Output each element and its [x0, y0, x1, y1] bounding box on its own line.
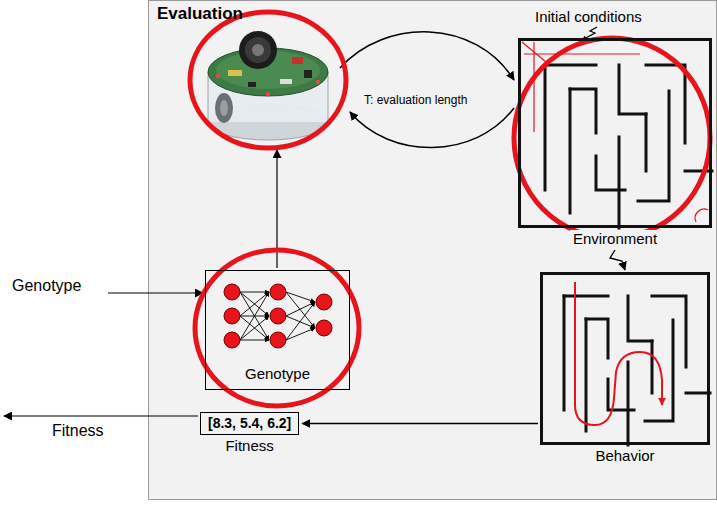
label-holder: Genotype — [12, 276, 81, 295]
panel-title: Evaluation — [157, 4, 243, 24]
robot-illustration — [208, 31, 328, 140]
output-arrow — [4, 415, 198, 416]
label-line: Behavior — [540, 447, 710, 465]
environment-box: Environment — [518, 38, 712, 248]
input-label: Genotype — [12, 276, 81, 295]
annotation-label: Initial conditions — [535, 8, 642, 26]
box-label: Genotype — [245, 365, 310, 383]
label-holder: T: evaluation length — [362, 90, 469, 108]
output-label: Fitness — [52, 421, 104, 440]
box-label: Behavior — [592, 447, 657, 465]
loop-label: T: evaluation length — [362, 93, 469, 107]
label-line: Environment — [518, 230, 712, 248]
input-arrow — [108, 292, 203, 293]
label-holder: Fitness — [52, 421, 104, 440]
robot-trajectory — [575, 282, 662, 425]
genotype-box: Genotype — [205, 270, 350, 390]
maze-frame — [540, 272, 710, 445]
fitness-box: [8.3, 5.4, 6.2] Fitness — [200, 412, 299, 455]
behavior-box: Behavior — [540, 272, 710, 465]
box-label: Fitness — [200, 437, 299, 455]
flow-connector — [302, 423, 538, 424]
loop-arrow — [340, 32, 514, 80]
fitness-value: [8.3, 5.4, 6.2] — [200, 412, 299, 435]
label-holder: Initial conditions — [535, 8, 642, 26]
box-label: Environment — [570, 230, 660, 248]
evaluation-panel: EvaluationGenotype EnvironmentBehavior [8.… — [148, 0, 717, 500]
panel-ground — [149, 1, 717, 500]
network-neurons — [224, 284, 332, 348]
maze-frame — [518, 38, 712, 228]
highlight-circles — [190, 12, 710, 406]
loop-arrow — [350, 108, 514, 148]
flow-connector — [610, 250, 625, 270]
